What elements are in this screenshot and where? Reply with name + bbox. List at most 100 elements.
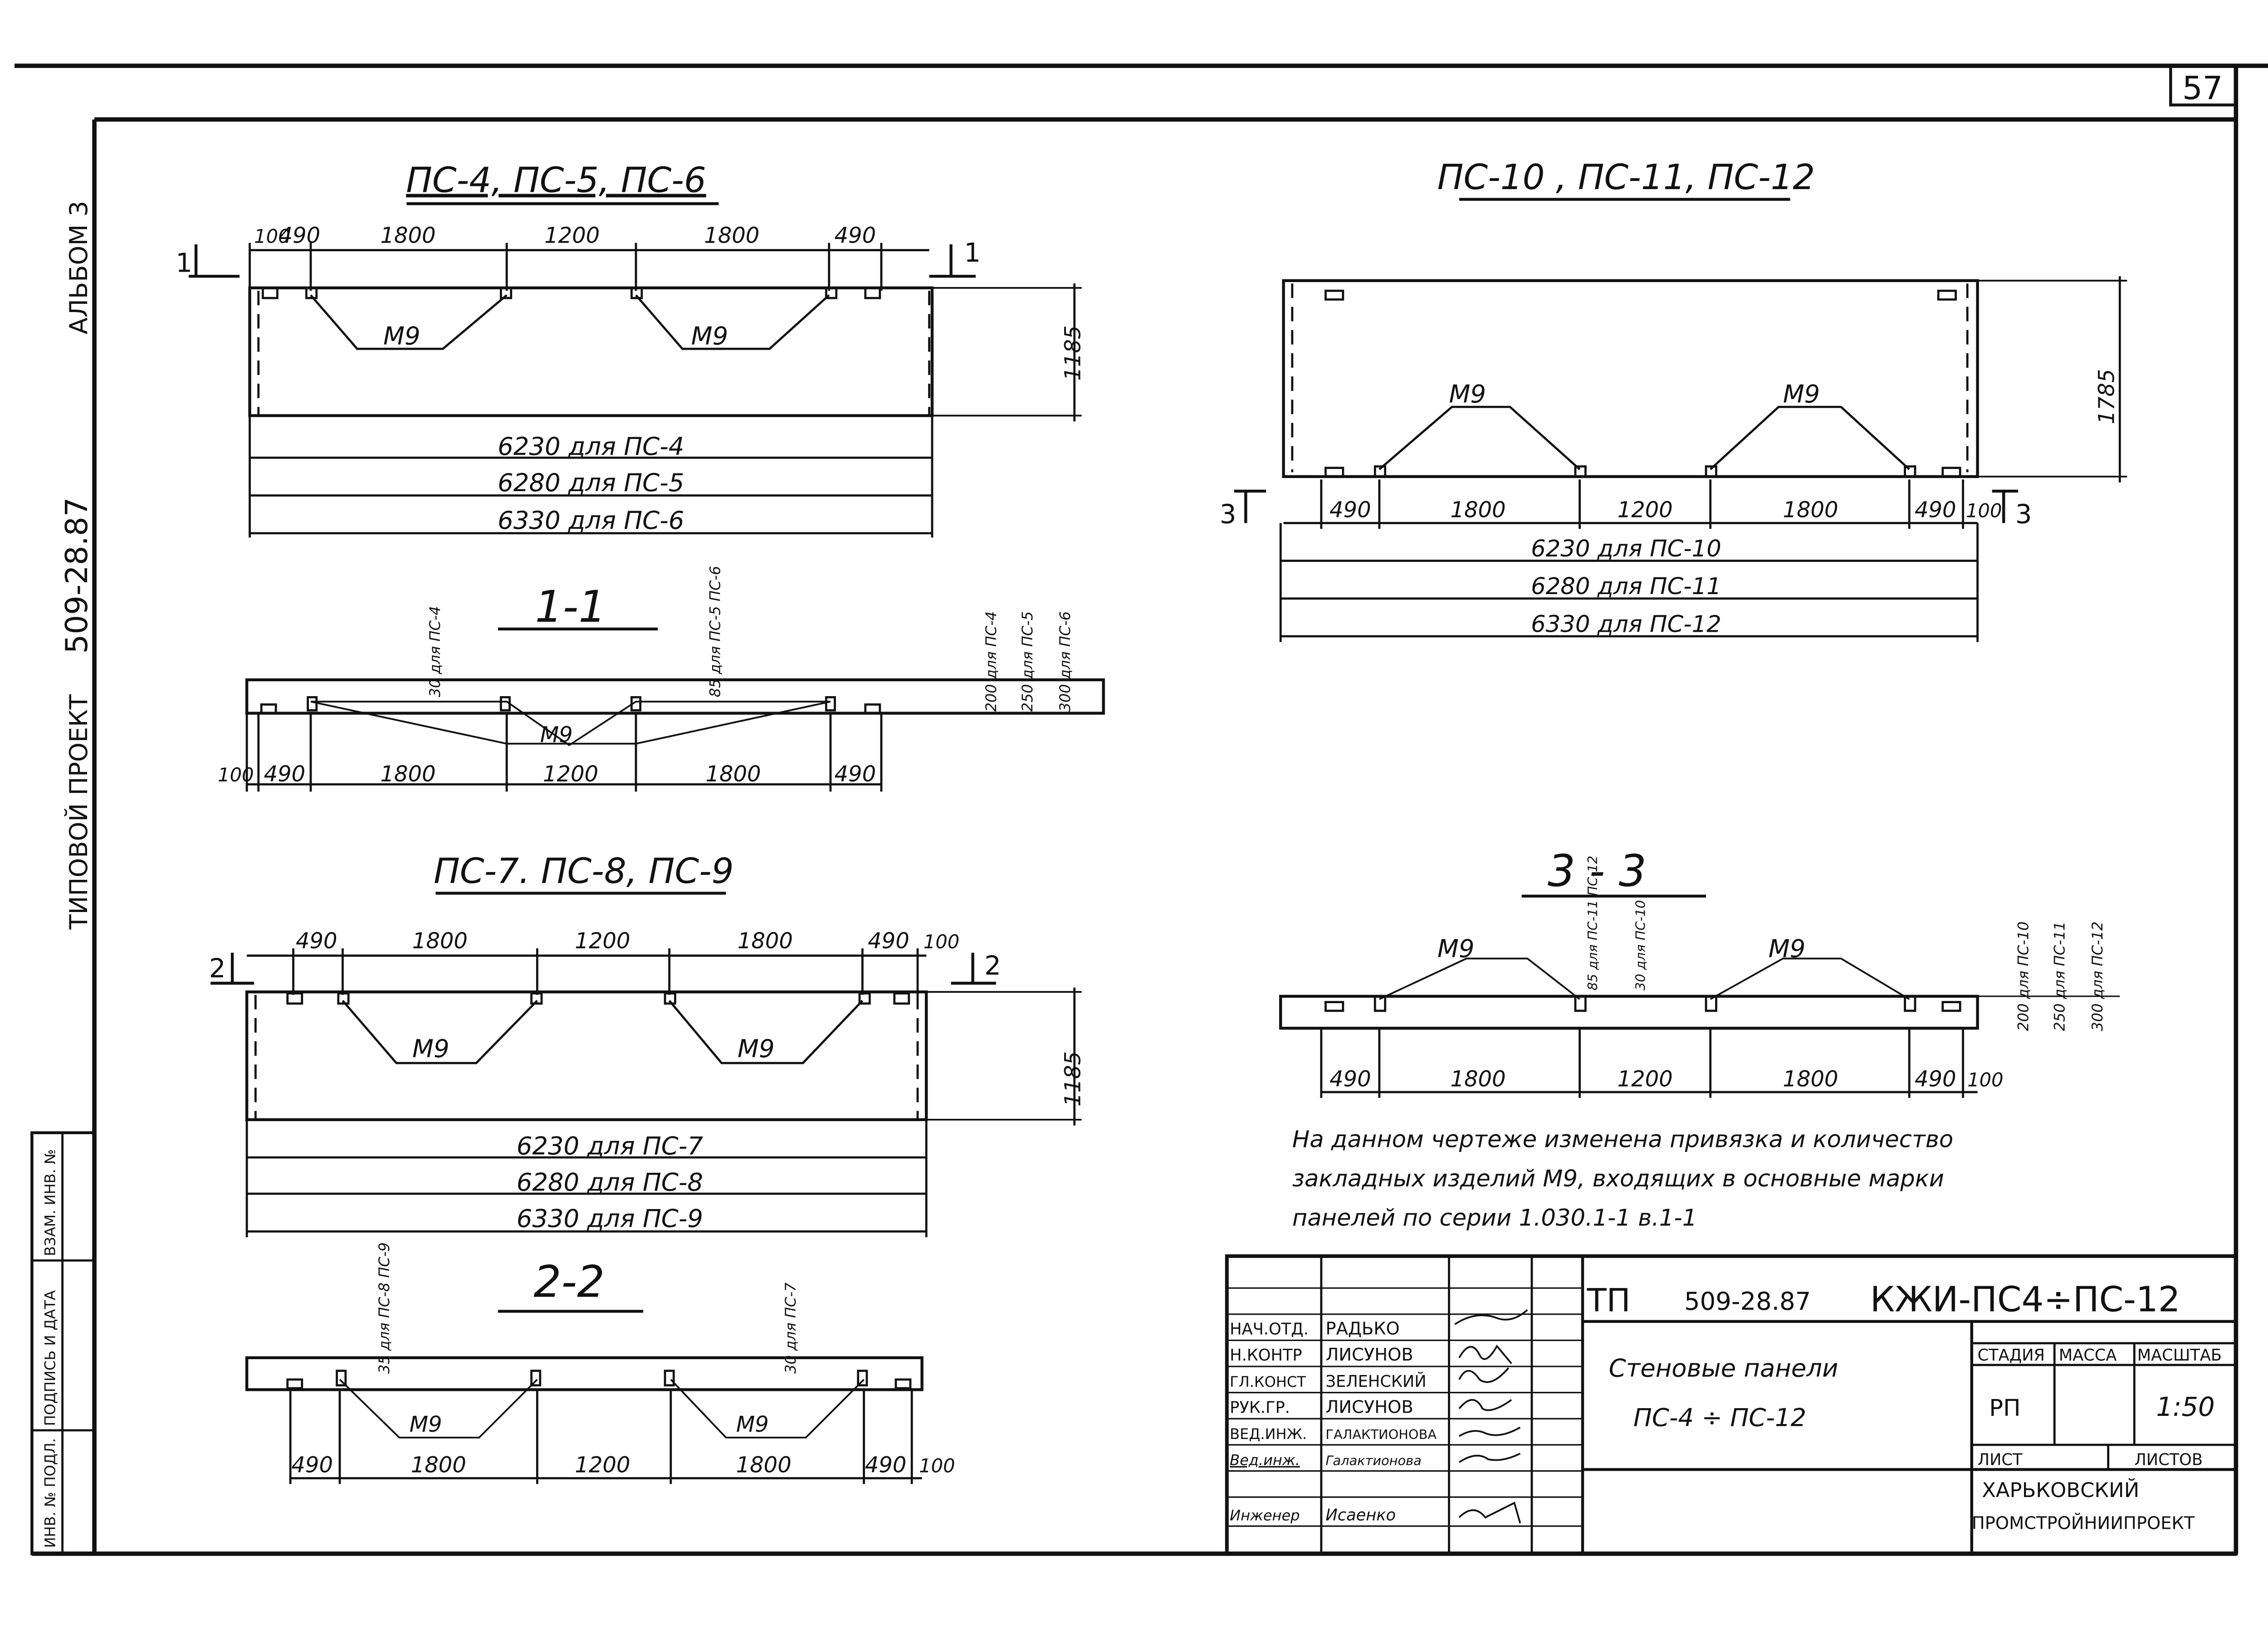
dim-label: 490 <box>865 1453 907 1478</box>
signatures <box>1454 1309 1528 1524</box>
dim-label: 490 <box>291 1453 333 1478</box>
insert-label: М9 <box>1769 934 1806 963</box>
length-label: 6280 для ПС-8 <box>517 1168 703 1197</box>
length-label: 6280 для ПС-11 <box>1531 573 1721 600</box>
length-label: 6330 для ПС-9 <box>517 1204 703 1233</box>
length-label: 6230 для ПС-10 <box>1531 535 1721 562</box>
note-label: 30 для ПС-4 <box>426 606 444 697</box>
insert-label: М9 <box>540 722 573 748</box>
tb-header: ЛИСТОВ <box>2134 1451 2203 1469</box>
dim-label: 1800 <box>380 223 435 249</box>
height-dim: 1785 <box>2094 369 2120 424</box>
section-1-1: 1-1 М9 100 490 1800 1200 1800 490 30 для… <box>218 566 1105 792</box>
project-number: 509-28.87 <box>59 497 94 654</box>
dim-label: 1200 <box>544 223 600 249</box>
dim-label: 100 <box>1967 1068 2003 1091</box>
person: Галактионова <box>1325 1453 1421 1468</box>
insert-label: М9 <box>691 322 728 351</box>
person: ГАЛАКТИОНОВА <box>1325 1427 1437 1442</box>
note-label: 200 для ПС-10 <box>2015 922 2032 1031</box>
dim-label: 1800 <box>380 761 435 787</box>
section-marker-label: 3 <box>2015 499 2032 529</box>
note-line: закладных изделий М9, входящих в основны… <box>1292 1165 1944 1192</box>
dim-label: 490 <box>835 761 876 787</box>
project-label: ТИПОВОЙ ПРОЕКТ <box>64 694 93 930</box>
album-label: АЛЬБОМ 3 <box>64 201 93 334</box>
role: Н.КОНТР <box>1230 1346 1302 1365</box>
tb-org: ПРОМСТРОЙНИИПРОЕКТ <box>1972 1512 2195 1534</box>
general-note: На данном чертеже изменена привязка и ко… <box>1292 1126 1953 1232</box>
section-2-2: 2-2 М9 М9 490 1800 1200 1800 490 100 35 … <box>245 1242 955 1484</box>
tb-title: Стеновые панели <box>1609 1353 1838 1382</box>
person: ЛИСУНОВ <box>1325 1345 1413 1365</box>
length-label: 6230 для ПС-4 <box>498 432 684 461</box>
view-ps7-9: ПС-7. ПС-8, ПС-9 М9 М9 490 1800 1200 180… <box>209 851 1085 1238</box>
dim-label: 1800 <box>412 928 468 954</box>
section-3-3: 3 - 3 М9 М9 490 1800 1200 1800 490 100 8… <box>1279 846 2120 1098</box>
dim-label: 1800 <box>1450 498 1505 523</box>
view-title: ПС-7. ПС-8, ПС-9 <box>434 851 734 892</box>
dim-label: 1200 <box>575 928 630 954</box>
note-label: 200 для ПС-4 <box>982 611 1000 712</box>
insert-label: М9 <box>1783 380 1820 409</box>
sheet-number: 57 <box>2182 70 2223 107</box>
dim-label: 490 <box>264 761 306 787</box>
insert-label: М9 <box>410 1412 442 1437</box>
note-label: 250 для ПС-5 <box>1019 611 1036 712</box>
tb-drawing-code: КЖИ-ПС4÷ПС-12 <box>1870 1279 2180 1320</box>
person: ЗЕЛЕНСКИЙ <box>1325 1372 1426 1391</box>
dim-label: 1200 <box>575 1453 630 1478</box>
tb-project-number: 509-28.87 <box>1684 1287 1811 1316</box>
dim-label: 490 <box>1330 1066 1371 1092</box>
length-label: 6330 для ПС-12 <box>1531 610 1721 638</box>
tb-header: ЛИСТ <box>1978 1451 2023 1469</box>
tb-title: ПС-4 ÷ ПС-12 <box>1633 1403 1806 1432</box>
tb-org: ХАРЬКОВСКИЙ <box>1982 1478 2139 1502</box>
dim-label: 100 <box>218 764 254 786</box>
dim-label: 490 <box>835 223 876 249</box>
note-line: На данном чертеже изменена привязка и ко… <box>1292 1126 1953 1153</box>
insert-label: М9 <box>1449 380 1486 409</box>
role: Инженер <box>1230 1507 1300 1524</box>
note-label: 85 для ПС-11 ПС-12 <box>1585 856 1600 990</box>
tb-header: МАСШТАБ <box>2137 1346 2222 1365</box>
dim-label: 1200 <box>543 761 598 787</box>
dim-label: 490 <box>1330 498 1371 523</box>
tb-header: СТАДИЯ <box>1978 1346 2045 1365</box>
length-label: 6280 для ПС-5 <box>498 468 684 497</box>
insert-label: М9 <box>738 1034 775 1063</box>
section-title: 3 - 3 <box>1548 846 1647 897</box>
note-label: 250 для ПС-11 <box>2051 922 2068 1031</box>
dim-label: 100 <box>924 931 959 953</box>
tb-header: МАССА <box>2059 1346 2117 1365</box>
section-marker-label: 2 <box>209 953 226 984</box>
dim-label: 100 <box>1966 500 2002 522</box>
insert-label: М9 <box>736 1412 769 1437</box>
dim-label: 490 <box>1915 1066 1956 1092</box>
dim-label: 490 <box>296 928 337 954</box>
tb-scale: 1:50 <box>2156 1392 2214 1422</box>
panel-outline <box>248 286 934 417</box>
view-title: ПС-10 , ПС-11, ПС-12 <box>1437 157 1815 198</box>
insert-label: М9 <box>383 322 420 351</box>
section-marker-label: 3 <box>1220 499 1237 529</box>
note-label: 30 для ПС-7 <box>782 1282 799 1374</box>
dim-label: 1800 <box>1450 1066 1505 1092</box>
note-label: 85 для ПС-5 ПС-6 <box>707 566 724 697</box>
stamp-label-original: ИНВ. № ПОДЛ. <box>42 1438 59 1548</box>
dim-label: 100 <box>919 1455 955 1477</box>
length-label: 6330 для ПС-6 <box>498 506 684 535</box>
person: ЛИСУНОВ <box>1325 1397 1413 1417</box>
person: РАДЬКО <box>1325 1319 1399 1339</box>
sheet-number-box <box>2169 64 2238 107</box>
dim-label: 1800 <box>704 223 759 249</box>
tb-type: ТП <box>1587 1282 1631 1319</box>
role: Вед.инж. <box>1230 1452 1300 1469</box>
dim-label: 1800 <box>411 1453 466 1478</box>
dim-label: 1800 <box>1783 498 1838 523</box>
person: Исаенко <box>1325 1506 1396 1524</box>
tb-stage: РП <box>1989 1395 2020 1422</box>
dim-label: 1800 <box>705 761 761 787</box>
